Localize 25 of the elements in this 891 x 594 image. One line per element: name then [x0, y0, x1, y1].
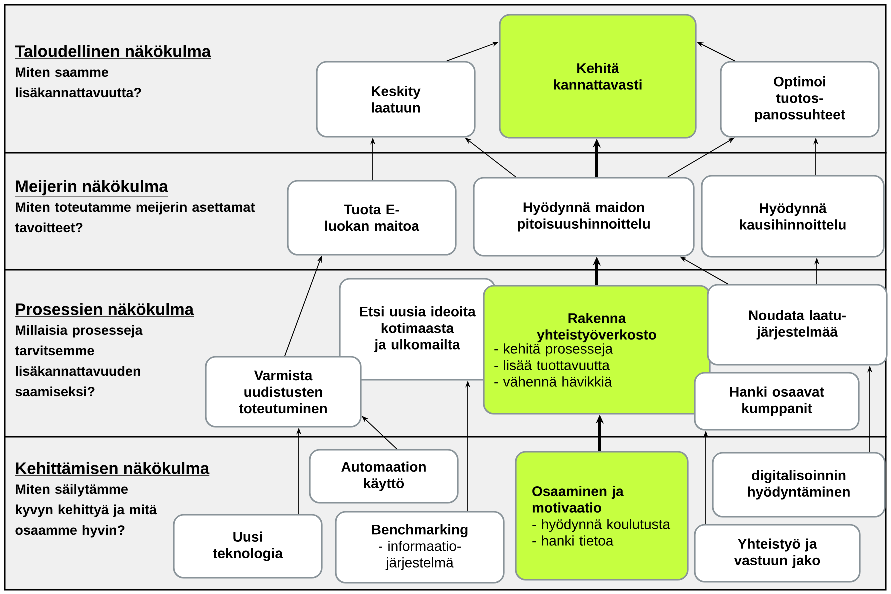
goal-box: Osaaminen ja motivaatio - hyödynnä koulutusta - hanki tietoa — [515, 451, 689, 581]
process-box: Hyödynnä kausihinnoittelu — [701, 175, 885, 258]
band-question: Miten toteutamme meijerin asettamat tavoitteet? — [15, 202, 256, 233]
process-box: Hanki osaavat kumppanit — [694, 372, 860, 431]
process-box: Varmista uudistusten toteutuminen — [205, 356, 362, 428]
process-box: Benchmarking - informaatio-järjestelmä — [335, 511, 505, 584]
band-question: Millaisia prosesseja tarvitsemme lisäkannattavuuden saamiseksi? — [15, 325, 143, 397]
process-box: Yhteistyö ja vastuun jako — [694, 524, 861, 583]
process-box: Uusi teknologia — [173, 514, 323, 579]
process-box: Automaation käyttö — [309, 449, 459, 504]
band-heading: Prosessien näkökulma — [15, 303, 194, 317]
goal-box: Rakenna yhteistyöverkosto - kehitä prosesseja - lisää tuottavuutta - vähennä hävikkiä — [483, 285, 711, 415]
band-heading: Kehittämisen näkökulma — [15, 462, 210, 476]
goal-box: Kehitä kannattavasti — [499, 14, 697, 139]
band-question: Miten saamme lisäkannattavuutta? — [16, 67, 142, 98]
process-box: Hyödynnä maidon pitoisuushinnoittelu — [473, 177, 695, 257]
process-box: Keskity laatuun — [316, 61, 476, 138]
process-box: Etsi uusia ideoita kotimaasta ja ulkomailta — [339, 278, 496, 381]
process-box: digitalisoinnin hyödyntäminen — [712, 452, 886, 518]
band-question: Miten säilytämme kyvyn kehittyä ja mitä osaamme hyvin? — [16, 484, 158, 538]
process-box: Noudata laatu-järjestelmää — [707, 284, 888, 366]
band-heading: Taloudellinen näkökulma — [15, 45, 212, 59]
process-box: Tuota E-luokan maitoa — [287, 180, 457, 256]
band-heading: Meijerin näkökulma — [15, 180, 169, 198]
process-box: Optimoi tuotos-panossuhteet — [720, 61, 880, 138]
